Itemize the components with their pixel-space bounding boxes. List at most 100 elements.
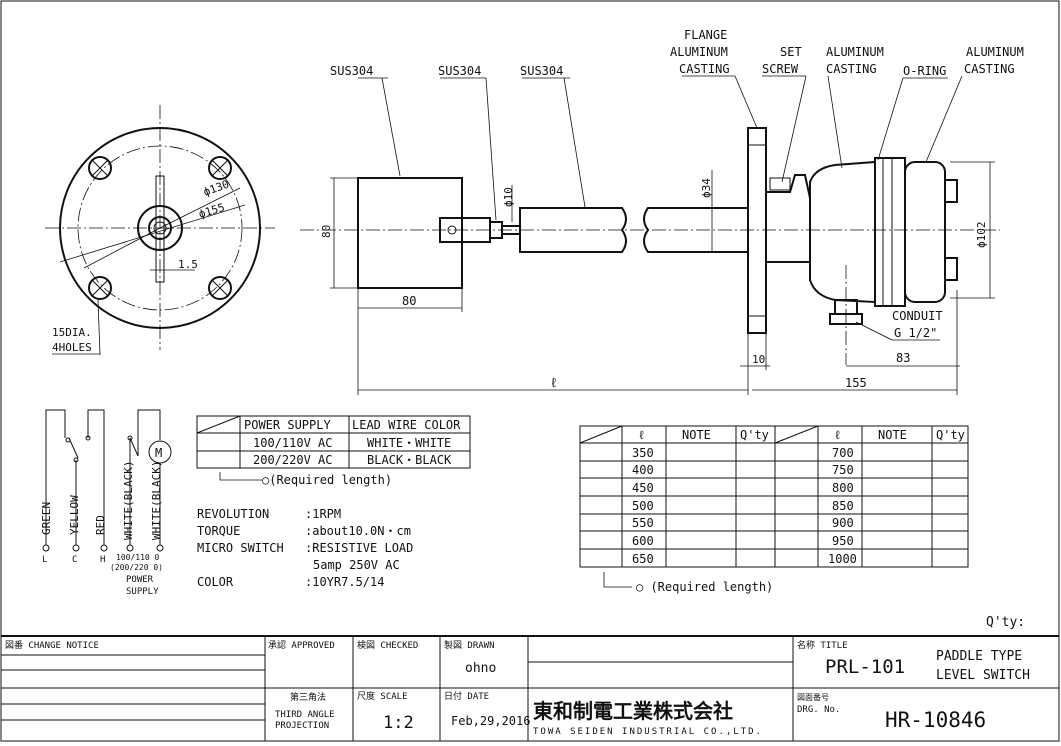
wiring-diagram: M GREEN YELLOW RED WHITE(BLACK) WHITE(BL… [40,409,172,597]
lt-right-2: 800 [832,481,854,495]
dim-d130: ϕ130 [202,178,231,199]
lt-right-0: 700 [832,446,854,460]
lt-right-6: 1000 [828,552,857,566]
label-screw: SCREW [762,62,799,76]
lt-h-qty-r: Q'ty [936,428,965,442]
specs: REVOLUTION :1RPM TORQUE :about10.0N・cm M… [197,507,413,589]
motor-label: M [155,446,162,460]
label-alu2-1: ALUMINUM [966,45,1024,59]
tb-name-1: PADDLE TYPE [936,649,1022,664]
label-conduit-2: G 1/2" [894,326,937,340]
ps-row2-color: BLACK・BLACK [367,453,452,467]
bolt-hole-icon [88,276,112,300]
length-table: ℓ NOTE Q'ty ℓ NOTE Q'ty 350 400 450 500 … [579,425,969,594]
term-l: L [42,555,47,565]
bolt-hole-icon [88,156,112,180]
label-conduit-1: CONDUIT [892,309,943,323]
ps-row1-color: WHITE・WHITE [367,436,451,450]
front-view: ϕ130 ϕ155 1.5 15DIA. 4HOLES [45,105,275,356]
label-set: SET [780,45,802,59]
ps-note: ○(Required length) [262,473,392,487]
term-h: H [100,555,105,565]
tb-drg-no-label: DRG. No. [797,705,840,715]
tb-title-label: 名称 TITLE [797,639,848,651]
shaft-section-1 [519,207,627,253]
spec-val-4: :10YR7.5/14 [305,575,384,589]
tb-projection-1: THIRD ANGLE [275,710,335,720]
label-sus304-2: SUS304 [438,64,481,78]
lt-h-note-r: NOTE [878,428,907,442]
side-view: 80 ϕ10 ϕ34 ϕ1 [300,28,1024,395]
lt-left-0: 350 [632,446,654,460]
lt-h-ell-r: ℓ [834,428,841,442]
cover [874,157,906,307]
spec-val-1: :about10.0N・cm [305,524,411,538]
tb-drg-label: 図面番号 [797,692,829,702]
dim-1-5: 1.5 [178,258,198,271]
lt-right-4: 900 [832,516,854,530]
lt-h-note-l: NOTE [682,428,711,442]
lt-left-4: 550 [632,516,654,530]
wire-yellow: YELLOW [68,495,81,535]
lt-left-2: 450 [632,481,654,495]
ps-row2-supply: 200/220V AC [253,453,332,467]
lt-right-5: 950 [832,534,854,548]
spec-val-0: :1RPM [305,507,341,521]
holes-label-2: 4HOLES [52,341,92,354]
tb-model: PRL-101 [825,656,905,678]
spec-key-2: MICRO SWITCH [197,541,284,555]
ps-row1-supply: 100/110V AC [253,436,332,450]
holes-label-1: 15DIA. [52,326,92,339]
wire-green: GREEN [40,502,53,535]
label-alu1-2: CASTING [826,62,877,76]
bolt-hole-icon [208,276,232,300]
qty-label: Q'ty: [986,615,1025,630]
supply-2: SUPPLY [126,587,159,597]
paddle-blade [357,177,463,289]
label-flange-3: CASTING [679,62,730,76]
wire-white-2: WHITE(BLACK) [150,461,163,540]
paddle-edge [155,175,165,283]
tb-company-en: TOWA SEIDEN INDUSTRIAL CO.,LTD. [533,727,763,737]
dim-d34: ϕ34 [700,178,713,198]
wire-white-1: WHITE(BLACK) [122,461,135,540]
power-supply-table: POWER SUPPLY LEAD WIRE COLOR 100/110V AC… [196,415,471,487]
lt-note: ○ (Required length) [636,580,773,594]
housing [809,160,876,304]
wire-red: RED [94,515,107,535]
dim-len83: 83 [896,351,910,365]
tb-drg-no: HR-10846 [885,708,986,732]
tb-checked: 検図 CHECKED [357,639,418,651]
ps-header-2: LEAD WIRE COLOR [352,418,461,432]
tb-scale: 1:2 [383,713,414,733]
spec-val-2: :RESISTIVE LOAD [305,541,413,555]
lt-right-3: 850 [832,499,854,513]
ps-header-1: POWER SUPPLY [244,418,331,432]
tb-date-label: 日付 DATE [444,691,489,702]
tb-company-jp: 東和制電工業株式会社 [533,699,733,723]
dim-len80: 80 [402,294,416,308]
spec-val-3: 5amp 250V AC [313,558,400,572]
term-200: (200/220 0) [110,563,163,572]
tb-drawn-by: ohno [465,661,496,676]
term-c: C [72,555,77,565]
lt-left-1: 400 [632,463,654,477]
label-alu1-1: ALUMINUM [826,45,884,59]
tb-change-notice: 図番 CHANGE NOTICE [5,639,99,651]
bolt-hole-icon [208,156,232,180]
dim-len10: 10 [752,353,765,366]
dim-len155: 155 [845,376,867,390]
label-flange-2: ALUMINUM [670,45,728,59]
label-sus304-1: SUS304 [330,64,373,78]
tb-date: Feb,29,2016 [451,714,530,728]
dim-d10: ϕ10 [502,187,515,207]
title-block: 図番 CHANGE NOTICE 承認 APPROVED 検図 CHECKED … [1,635,1059,741]
term-100: 100/110 0 [116,553,160,562]
lt-h-ell-l: ℓ [638,428,645,442]
lt-left-5: 600 [632,534,654,548]
flange [747,127,767,334]
tb-approved: 承認 APPROVED [268,639,335,651]
dim-d102: ϕ102 [975,222,988,249]
